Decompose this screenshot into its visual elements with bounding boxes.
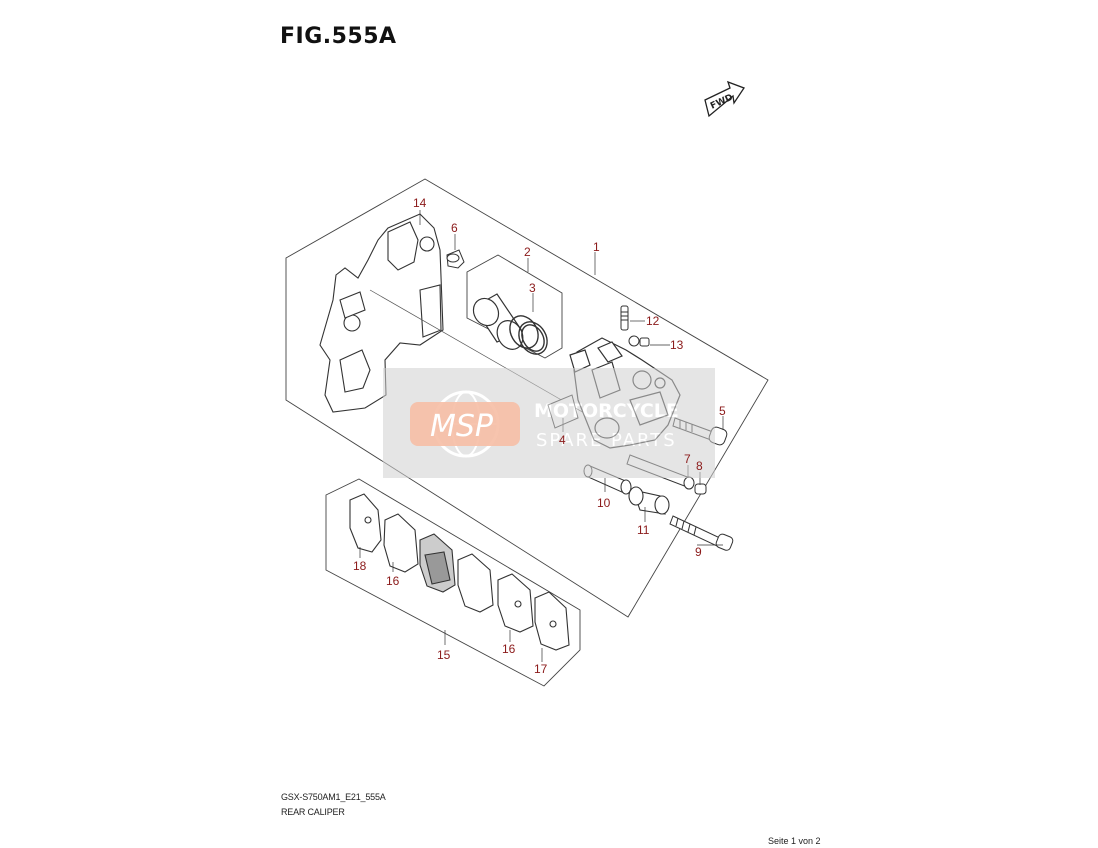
page-indicator: Seite 1 von 2 bbox=[768, 836, 821, 846]
callout-17: 17 bbox=[534, 662, 548, 676]
callout-16a: 16 bbox=[386, 574, 400, 588]
boot-cap bbox=[446, 249, 465, 269]
callout-1: 1 bbox=[593, 240, 600, 254]
bleeder-cap bbox=[628, 335, 650, 347]
callout-15: 15 bbox=[437, 648, 451, 662]
callout-10: 10 bbox=[597, 496, 611, 510]
watermark: MSP MOTORCYCLE SPARE PARTS bbox=[383, 368, 715, 478]
figure-title: FIG.555A bbox=[280, 24, 397, 49]
watermark-logo: MSP bbox=[430, 409, 494, 444]
bleeder-valve bbox=[620, 305, 629, 331]
callout-3: 3 bbox=[529, 281, 536, 295]
callout-9: 9 bbox=[695, 545, 702, 559]
pin-boot bbox=[694, 483, 707, 495]
callout-13: 13 bbox=[670, 338, 684, 352]
fwd-arrow-icon: FWD bbox=[704, 80, 745, 118]
callout-18: 18 bbox=[353, 559, 367, 573]
watermark-line1: MOTORCYCLE bbox=[534, 400, 679, 422]
brake-pads bbox=[349, 493, 570, 651]
leader-lines bbox=[359, 210, 724, 662]
piston-kit-outline bbox=[466, 254, 563, 359]
callout-4: 4 bbox=[559, 433, 566, 447]
callout-16b: 16 bbox=[502, 642, 516, 656]
diagram-code: GSX-S750AM1_E21_555A bbox=[281, 792, 386, 802]
callout-7: 7 bbox=[684, 452, 691, 466]
caliper-bracket bbox=[319, 213, 444, 413]
diagram-name: REAR CALIPER bbox=[281, 807, 345, 817]
callout-5: 5 bbox=[719, 404, 726, 418]
watermark-line2: SPARE PARTS bbox=[536, 430, 677, 451]
callout-8: 8 bbox=[696, 459, 703, 473]
pad-set-outline bbox=[325, 478, 581, 687]
callout-6: 6 bbox=[451, 221, 458, 235]
callout-12: 12 bbox=[646, 314, 660, 328]
caliper-assembly-outline bbox=[285, 178, 769, 618]
callout-14: 14 bbox=[413, 196, 427, 210]
caliper-bolt bbox=[669, 515, 734, 551]
callout-2: 2 bbox=[524, 245, 531, 259]
piston-seals bbox=[509, 315, 548, 355]
rubber-bushing bbox=[628, 486, 670, 515]
callout-11: 11 bbox=[637, 523, 650, 537]
